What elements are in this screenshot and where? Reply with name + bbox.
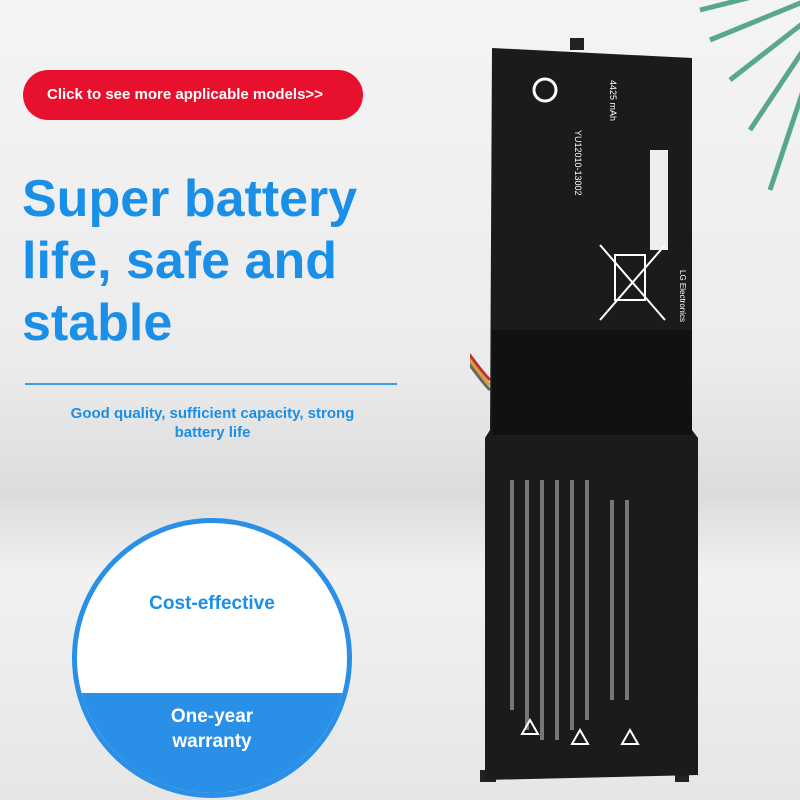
headline-line: life, safe and [22,232,337,290]
subtitle-line: battery life [174,424,251,441]
capacity-label: 4425 mAh [608,80,618,121]
badge-top-label: Cost-effective [149,593,275,614]
brand-label: LG Electronics [678,270,687,322]
badge-line: One-year [170,706,254,727]
subtitle-line: Good quality, sufficient capacity, stron… [70,405,355,422]
subtitle: Good quality, sufficient capacity, stron… [30,404,395,442]
feature-badge [72,518,352,798]
battery-product-image: 4425 mAh YU12010-13002 LG Electronics [470,38,698,782]
recycle-bin-icon [599,244,666,321]
headline-line: stable [22,294,173,352]
model-label: YU12010-13002 [573,130,583,196]
warning-text-block [510,480,629,740]
battery-connector [470,352,492,392]
badge-bottom-label: One-year warranty [72,704,352,754]
divider [25,383,397,385]
badge-line: warranty [172,731,252,752]
headline-line: Super battery [22,170,358,228]
warning-icon [520,717,640,745]
headline: Super battery life, safe and stable [22,168,462,354]
badge-lower-fill [77,693,347,793]
see-more-models-button[interactable]: Click to see more applicable models>> [23,70,363,120]
palm-leaf-decoration [699,0,800,191]
